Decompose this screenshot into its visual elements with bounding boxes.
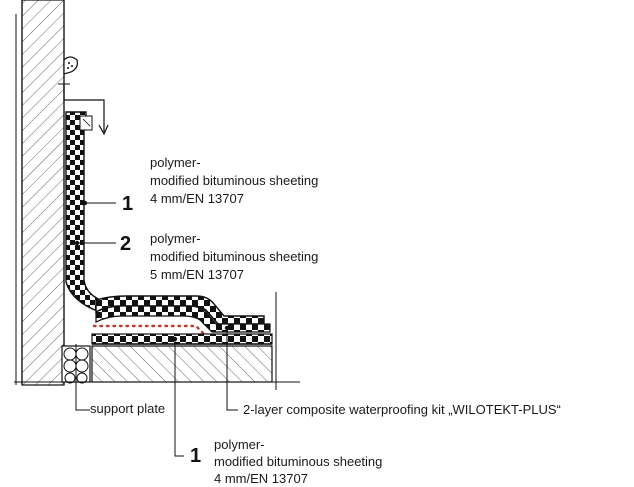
callout-1-lower: 1 polymer- modified bituminous sheeting … <box>190 437 382 486</box>
callout-line: polymer- <box>150 155 201 170</box>
upstand-membrane <box>65 111 141 313</box>
callout-line: modified bituminous sheeting <box>214 454 382 469</box>
support-plate-label: support plate <box>90 401 165 416</box>
masonry-wall <box>15 0 65 386</box>
callout-line: polymer- <box>214 437 265 452</box>
callout-line: 5 mm/EN 13707 <box>150 267 244 282</box>
callout-line: modified bituminous sheeting <box>150 249 318 264</box>
callout-line: polymer- <box>150 231 201 246</box>
callout-line: modified bituminous sheeting <box>150 173 318 188</box>
sealant-joint <box>63 56 78 75</box>
callout-2: 2 polymer- modified bituminous sheeting … <box>120 231 318 282</box>
termination-flashing <box>63 84 105 132</box>
callout-number: 2 <box>120 233 131 255</box>
kit-label: 2-layer composite waterproofing kit „WIL… <box>243 402 561 417</box>
callout-number: 1 <box>190 445 201 467</box>
callout-line: 4 mm/EN 13707 <box>214 471 308 486</box>
callout-line: 4 mm/EN 13707 <box>150 191 244 206</box>
callout-number: 1 <box>122 193 133 215</box>
roof-field-membranes <box>91 295 273 345</box>
leader-lines <box>74 200 238 457</box>
callout-1-upper: 1 polymer- modified bituminous sheeting … <box>122 155 318 215</box>
